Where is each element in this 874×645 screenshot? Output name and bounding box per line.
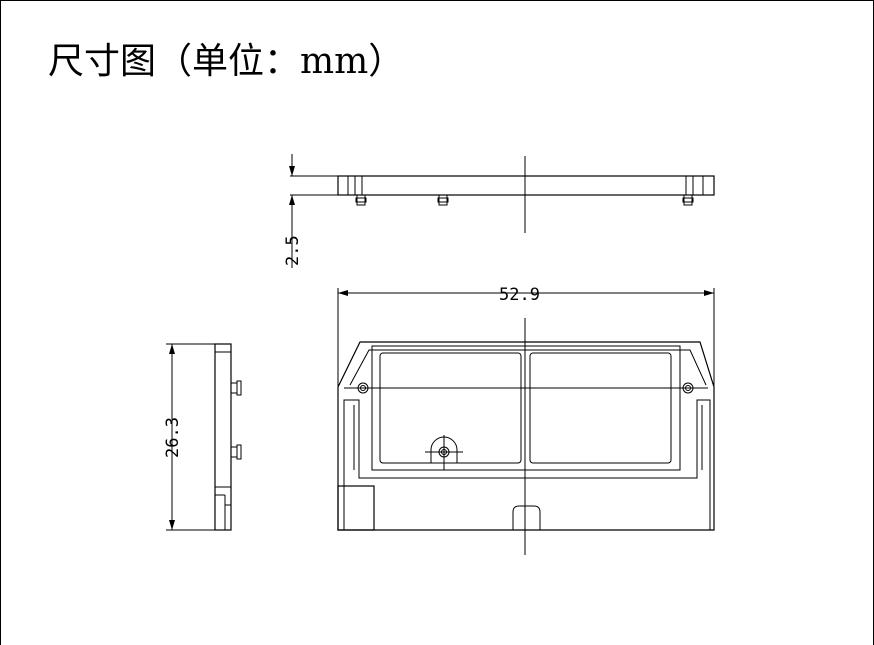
dim-height: 26.3 [163,417,183,458]
drawing-title: 尺寸图（单位：mm） [48,41,405,82]
front-view: 52.9 [337,285,715,555]
side-view: 26.3 [163,343,242,531]
top-view: 2.5 [283,154,715,268]
dim-width: 52.9 [499,285,540,305]
dim-thickness: 2.5 [283,235,303,266]
